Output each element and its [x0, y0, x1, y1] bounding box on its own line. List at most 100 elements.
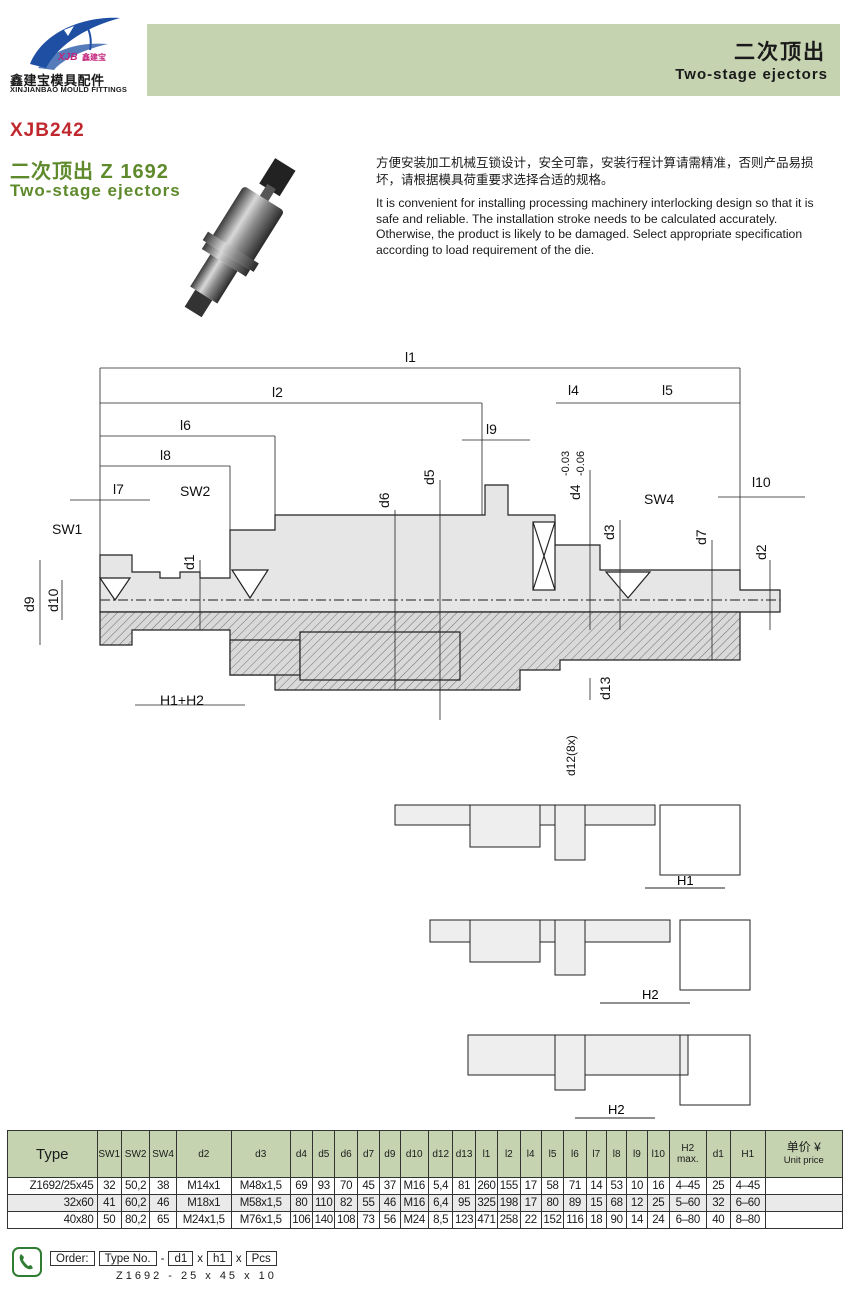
stroke-diagram-h2-a: H2 [429, 919, 751, 1004]
table-cell: 71 [563, 1177, 587, 1195]
svg-text:d3: d3 [601, 524, 617, 540]
col-header: d2 [175, 1130, 232, 1178]
table-cell: 55 [356, 1194, 381, 1212]
table-cell: M58x1,5 [230, 1194, 291, 1212]
table-cell: 65 [149, 1211, 177, 1229]
svg-text:l7: l7 [113, 481, 124, 497]
table-cell: 5,4 [427, 1177, 454, 1195]
svg-text:l1: l1 [405, 349, 416, 365]
col-header: l6 [563, 1130, 587, 1178]
table-cell: 15 [585, 1194, 607, 1212]
cell-price [764, 1194, 844, 1212]
table-cell: 24 [646, 1211, 670, 1229]
header-title-cn: 二次顶出 [734, 41, 826, 64]
table-cell: 37 [379, 1177, 401, 1195]
cell-price [764, 1177, 844, 1195]
svg-text:鑫建宝: 鑫建宝 [81, 52, 106, 62]
table-cell: 6–80 [668, 1211, 707, 1229]
product-title-cn: 二次顶出 Z 1692 [10, 161, 169, 183]
header-title-en: Two-stage ejectors [675, 66, 828, 83]
order-example: Z1692 - 25 x 45 x 10 [116, 1270, 277, 1282]
table-cell: 68 [605, 1194, 628, 1212]
table-cell: 40 [705, 1211, 732, 1229]
svg-text:-0.03: -0.03 [560, 451, 572, 476]
table-cell: 25 [705, 1177, 732, 1195]
table-cell: 46 [149, 1194, 177, 1212]
table-cell: 95 [452, 1194, 476, 1212]
svg-text:H2: H2 [642, 987, 659, 1002]
svg-text:l8: l8 [160, 447, 171, 463]
stroke-diagram-h1: H1 [394, 804, 741, 889]
svg-text:d4: d4 [567, 484, 583, 500]
table-cell: M18x1 [175, 1194, 232, 1212]
order-format: Order: Type No. - d1 x h1 x Pcs [50, 1251, 277, 1266]
col-header: H2 max. [668, 1130, 707, 1178]
table-cell: 4–45 [730, 1177, 766, 1195]
cell-type: Z1692/25x45 [7, 1177, 98, 1195]
col-header: l10 [646, 1130, 670, 1178]
table-cell: 50,2 [120, 1177, 151, 1195]
description-en: It is convenient for installing processi… [376, 196, 814, 257]
col-header: SW2 [120, 1130, 151, 1178]
svg-text:H1+H2: H1+H2 [160, 692, 204, 708]
table-cell: 140 [312, 1211, 336, 1229]
col-header-price: 单价 ¥ Unit price [764, 1130, 844, 1178]
table-cell: 17 [519, 1177, 542, 1195]
svg-text:d9: d9 [21, 596, 37, 612]
table-cell: 6–60 [730, 1194, 766, 1212]
table-cell: 17 [519, 1194, 542, 1212]
col-header: d7 [356, 1130, 381, 1178]
svg-text:l10: l10 [752, 474, 771, 490]
col-header: l7 [585, 1130, 607, 1178]
technical-drawing: l1 l2 l4 l5 l6 l8 l9 l7 l10 SW2 SW1 SW4 … [21, 349, 805, 776]
svg-text:H1: H1 [677, 873, 694, 888]
col-header: Type [7, 1130, 98, 1178]
table-header-row: Type SW1 SW2 SW4 d2 d3 d4 d5 d6 d7 d9 d1… [7, 1130, 844, 1178]
svg-text:d7: d7 [693, 529, 709, 545]
table-cell: 32 [96, 1177, 122, 1195]
order-label: Order: [50, 1251, 95, 1266]
svg-text:d6: d6 [376, 492, 392, 508]
svg-text:l6: l6 [180, 417, 191, 433]
table-cell: 38 [149, 1177, 177, 1195]
table-cell: 32 [705, 1194, 732, 1212]
cell-price [764, 1211, 844, 1229]
table-cell: 110 [312, 1194, 336, 1212]
table-cell: 89 [563, 1194, 587, 1212]
table-cell: 56 [379, 1211, 401, 1229]
svg-text:XJB: XJB [57, 52, 77, 63]
table-cell: 16 [646, 1177, 670, 1195]
svg-text:d5: d5 [421, 469, 437, 485]
phone-icon [12, 1247, 42, 1277]
col-header: d13 [452, 1130, 476, 1178]
col-header: l4 [519, 1130, 542, 1178]
brand-name-cn: 鑫建宝模具配件 [10, 73, 105, 88]
table-cell: 69 [289, 1177, 314, 1195]
table-cell: 325 [474, 1194, 499, 1212]
table-cell: 106 [289, 1211, 314, 1229]
col-header: d3 [230, 1130, 291, 1178]
col-header: d9 [379, 1130, 401, 1178]
col-header: d1 [705, 1130, 732, 1178]
order-sep: x [197, 1252, 204, 1265]
table-cell: 80 [540, 1194, 565, 1212]
col-header: l5 [540, 1130, 565, 1178]
svg-text:l2: l2 [272, 384, 283, 400]
svg-text:SW2: SW2 [180, 483, 211, 499]
svg-text:SW1: SW1 [52, 521, 83, 537]
table-cell: 10 [626, 1177, 648, 1195]
svg-text:l5: l5 [662, 382, 673, 398]
table-cell: 45 [356, 1177, 381, 1195]
order-sep: - [160, 1252, 165, 1265]
spec-table: Type SW1 SW2 SW4 d2 d3 d4 d5 d6 d7 d9 d1… [7, 1130, 844, 1229]
table-cell: 5–60 [668, 1194, 707, 1212]
product-title-en: Two-stage ejectors [10, 181, 181, 200]
svg-text:d12(8x): d12(8x) [564, 735, 578, 776]
svg-text:H2: H2 [608, 1102, 625, 1117]
table-cell: 123 [452, 1211, 476, 1229]
table-cell: 80,2 [120, 1211, 151, 1229]
col-header: l8 [605, 1130, 628, 1178]
table-cell: 6,4 [427, 1194, 454, 1212]
